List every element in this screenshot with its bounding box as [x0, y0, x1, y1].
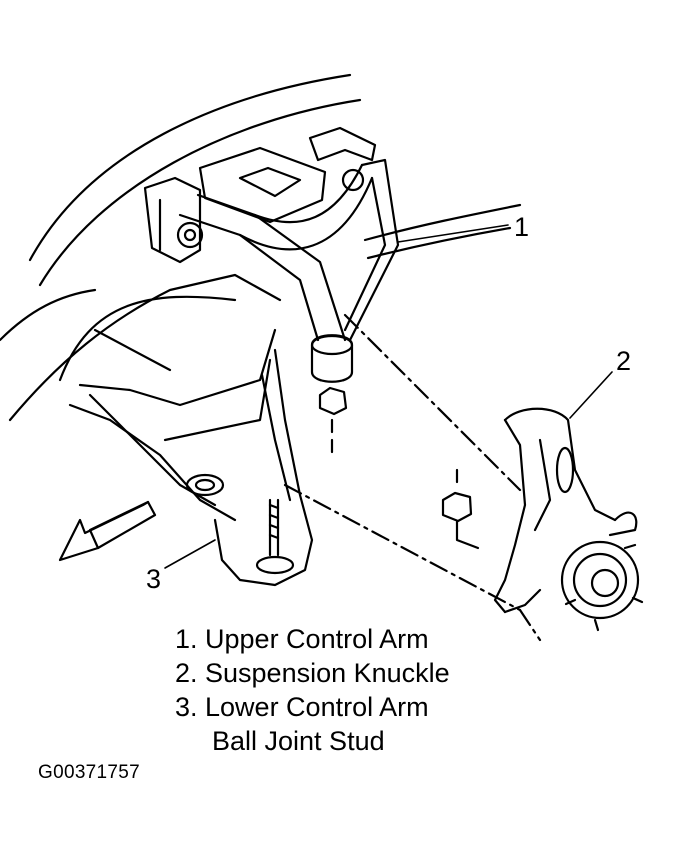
legend-item-2: 2. Suspension Knuckle [175, 658, 450, 688]
legend-item-1: 1. Upper Control Arm [175, 624, 429, 654]
upper-control-arm [176, 158, 400, 383]
knuckle-nut [441, 468, 480, 550]
figure-id: G00371757 [38, 762, 141, 783]
alignment-lines [283, 313, 542, 642]
legend-item-3: 3. Lower Control Arm [175, 692, 429, 722]
callout-1: 1 [514, 212, 530, 242]
callout-leaders [164, 224, 613, 569]
legend: 1. Upper Control Arm 2. Suspension Knuck… [175, 622, 450, 758]
vehicle-body-outline [0, 73, 522, 422]
lower-ball-joint-stud [268, 498, 280, 557]
legend-item-3-continued: Ball Joint Stud [212, 726, 385, 756]
front-direction-arrow [58, 500, 157, 562]
lower-control-arm [58, 295, 314, 587]
callout-3: 3 [146, 564, 162, 594]
upper-ball-joint-nut [318, 386, 348, 454]
suspension-knuckle [493, 407, 644, 632]
callout-2: 2 [616, 346, 632, 376]
